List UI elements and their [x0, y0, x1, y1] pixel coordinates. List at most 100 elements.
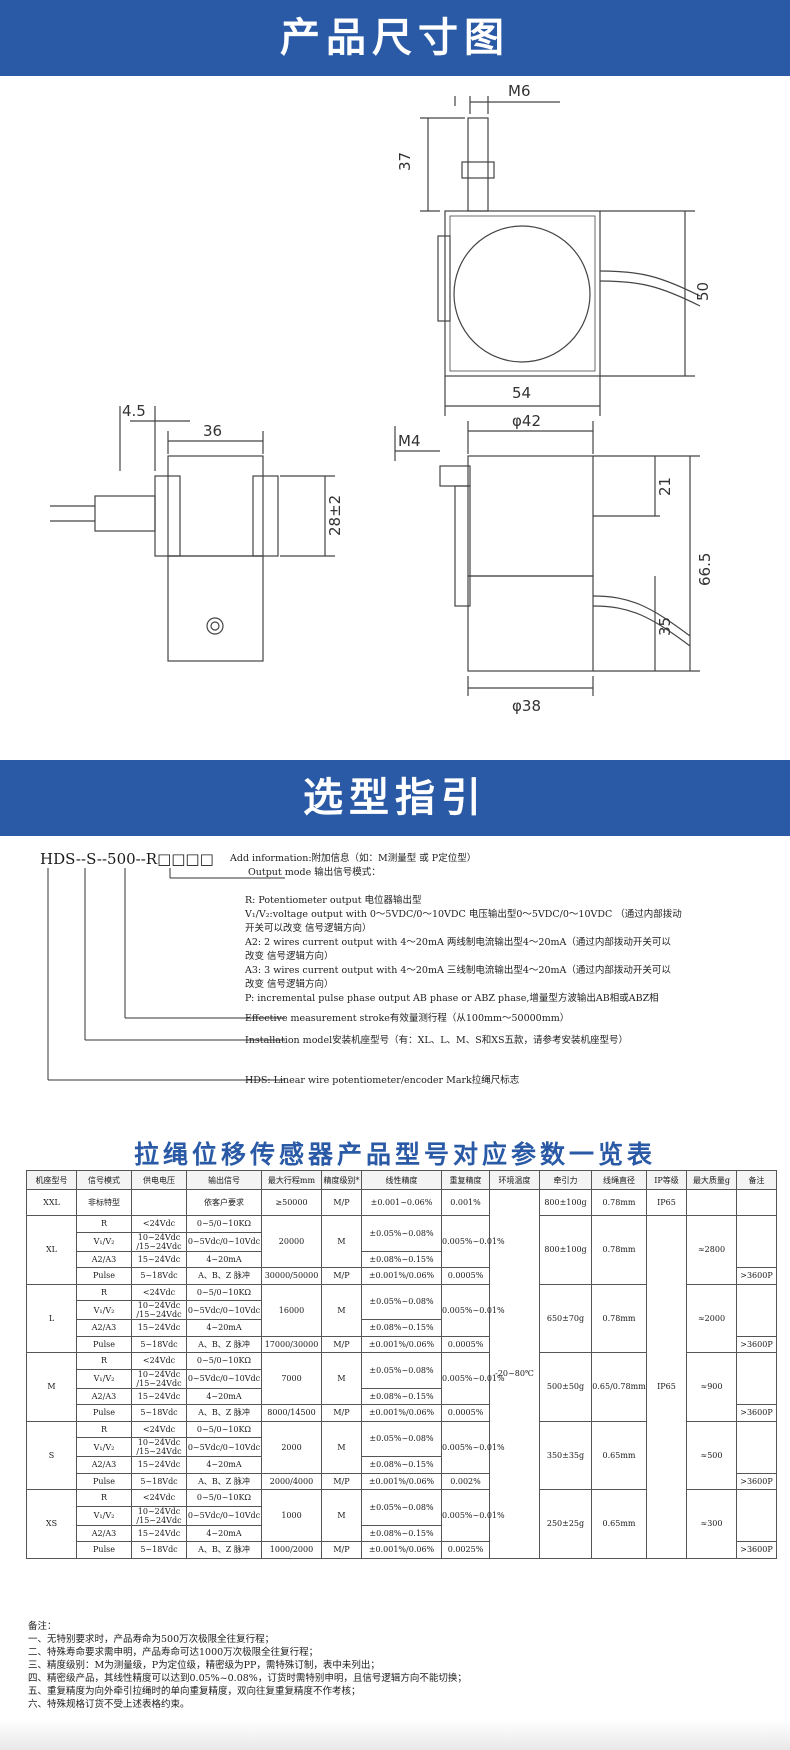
- cell: <24Vdc: [131, 1420, 187, 1438]
- cell: A2/A3: [76, 1456, 132, 1474]
- note-line: 五、重复精度为向外牵引拉绳时的单向重复精度，双向往复重复精度不作考核；: [28, 1686, 361, 1697]
- cell: M/P: [321, 1189, 362, 1216]
- dim-54: 54: [512, 384, 531, 402]
- cell: 0~5/0~10KΩ: [186, 1420, 262, 1438]
- section-title-dimensions: 产品尺寸图: [280, 15, 510, 61]
- cell: [736, 1352, 777, 1405]
- bottom-fade: [0, 1720, 790, 1750]
- cell-model: XL: [26, 1215, 77, 1285]
- table-header: 精度级别*: [321, 1170, 362, 1190]
- cell: 0.005%~0.01%: [441, 1352, 505, 1405]
- cell: IP65: [646, 1189, 687, 1216]
- cell: [736, 1283, 777, 1337]
- cell: M: [321, 1215, 362, 1268]
- cell: R: [76, 1215, 132, 1233]
- cell-model: L: [26, 1283, 77, 1353]
- dim-35: 35: [656, 617, 674, 636]
- cell: M/P: [321, 1404, 362, 1422]
- guide-output-mode: Output mode 输出信号模式：: [248, 867, 381, 878]
- note-line: 一、无特别要求时，产品寿命为500万次极限全往复行程；: [28, 1634, 275, 1645]
- cell: >3600P: [736, 1335, 777, 1353]
- section-banner-selection: 选型指引: [0, 760, 790, 836]
- cell: [736, 1189, 777, 1216]
- dimension-drawings: M6 37 50 54 4.5 36 28±2 M4 φ42 21 66.5 3…: [0, 76, 790, 756]
- dim-37: 37: [396, 152, 414, 171]
- cell: 0.0005%: [441, 1404, 490, 1422]
- cell: ±0.08%~0.15%: [361, 1319, 442, 1337]
- cell: R: [76, 1420, 132, 1438]
- cell: 0.005%~0.01%: [441, 1420, 505, 1474]
- cell: R: [76, 1352, 132, 1370]
- table-row: V₁/V₂ 10~24Vdc /15~24Vdc 0~5Vdc/0~10Vdc: [27, 1231, 777, 1252]
- cell: >3600P: [736, 1404, 777, 1422]
- cell: 0.002%: [441, 1472, 490, 1490]
- cell: 0.0025%: [441, 1541, 490, 1559]
- cell: 0.65/0.78mm: [591, 1352, 647, 1422]
- front-view-drum: [453, 225, 591, 363]
- cell: ±0.05%~0.08%: [361, 1352, 442, 1389]
- cell: 0~5Vdc/0~10Vdc: [186, 1368, 262, 1389]
- cell: R: [76, 1283, 132, 1301]
- cell: ±0.08%~0.15%: [361, 1250, 442, 1268]
- cell: ≈2000: [686, 1283, 737, 1353]
- cell: 10~24Vdc /15~24Vdc: [131, 1368, 187, 1389]
- cell: 30000/50000: [261, 1267, 322, 1285]
- table-header: 备注: [736, 1170, 777, 1190]
- guide-a2-2: 改变 信号逻辑方向）: [245, 951, 334, 962]
- cell: [736, 1489, 777, 1542]
- cell: Pulse: [76, 1404, 132, 1422]
- cell: M/P: [321, 1267, 362, 1285]
- cell: 0~5/0~10KΩ: [186, 1489, 262, 1507]
- cell: 20000: [261, 1215, 322, 1268]
- cell: 500±50g: [539, 1352, 592, 1422]
- dim-21: 21: [656, 477, 674, 496]
- cell: V₁/V₂: [76, 1505, 132, 1526]
- cell: ≥50000: [261, 1189, 322, 1216]
- cell: 5~18Vdc: [131, 1267, 187, 1285]
- cell: ±0.05%~0.08%: [361, 1215, 442, 1252]
- cell: 15~24Vdc: [131, 1524, 187, 1542]
- cell: A2/A3: [76, 1319, 132, 1337]
- table-row: S R <24Vdc 0~5/0~10KΩ 2000 M ±0.05%~0.08…: [26, 1420, 777, 1490]
- table-header: 线绳直径: [591, 1170, 647, 1190]
- cell: 15~24Vdc: [131, 1250, 187, 1268]
- dim-m6: M6: [508, 82, 531, 100]
- note-line: 备注：: [28, 1621, 57, 1632]
- table-header: 重复精度: [441, 1170, 490, 1190]
- cell: [686, 1189, 737, 1216]
- table-row: A2/A3 15~24Vdc 4~20mA ±0.08%~0.15%: [27, 1387, 777, 1405]
- table-row: V₁/V₂ 10~24Vdc /15~24Vdc 0~5Vdc/0~10Vdc: [27, 1300, 777, 1320]
- cell: 0.001%: [441, 1189, 490, 1216]
- table-header: 最大行程mm: [261, 1170, 322, 1190]
- cell: 10~24Vdc /15~24Vdc: [131, 1505, 187, 1526]
- cell: 0.005%~0.01%: [441, 1489, 505, 1542]
- cell: Pulse: [76, 1472, 132, 1490]
- cell: A2/A3: [76, 1250, 132, 1268]
- cell: 15~24Vdc: [131, 1387, 187, 1405]
- table-header: 线性精度: [361, 1170, 442, 1190]
- cell: 0.005%~0.01%: [441, 1283, 505, 1337]
- dim-50: 50: [694, 282, 712, 301]
- guide-install: Installation model安装机座型号（有：XL、L、M、S和XS五款…: [245, 1035, 629, 1046]
- cell: <24Vdc: [131, 1215, 187, 1233]
- cell: 350±35g: [539, 1420, 592, 1490]
- table-row: V₁/V₂ 10~24Vdc /15~24Vdc 0~5Vdc/0~10Vdc: [27, 1505, 777, 1526]
- cell: 5~18Vdc: [131, 1541, 187, 1559]
- technical-drawing-svg: M6 37 50 54 4.5 36 28±2 M4 φ42 21 66.5 3…: [50, 82, 714, 715]
- cell: XXL: [26, 1189, 77, 1216]
- cell: 15~24Vdc: [131, 1456, 187, 1474]
- table-row: V₁/V₂ 10~24Vdc /15~24Vdc 0~5Vdc/0~10Vdc: [27, 1437, 777, 1457]
- cell: [736, 1420, 777, 1474]
- cell: M: [321, 1283, 362, 1337]
- cell: 非标特型: [76, 1189, 132, 1216]
- table-row: A2/A3 15~24Vdc 4~20mA ±0.08%~0.15%: [27, 1456, 777, 1474]
- table-row: Pulse 5~18Vdc A、B、Z 脉冲 2000/4000 M/P ±0.…: [27, 1472, 777, 1490]
- cell: 4~20mA: [186, 1387, 262, 1405]
- right-view-body: [467, 455, 594, 577]
- cell: [131, 1189, 187, 1216]
- cell: A、B、Z 脉冲: [186, 1335, 262, 1353]
- cell: ±0.08%~0.15%: [361, 1456, 442, 1474]
- table-row: Pulse 5~18Vdc A、B、Z 脉冲 30000/50000 M/P ±…: [27, 1267, 777, 1285]
- side-view-body: [167, 455, 264, 557]
- front-view-body: [444, 210, 601, 377]
